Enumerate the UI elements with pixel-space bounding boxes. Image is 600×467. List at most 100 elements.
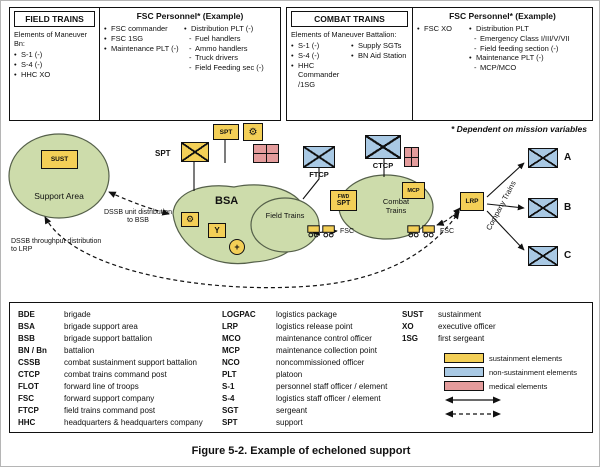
fsc-subitem: MCP/MCO: [469, 63, 588, 73]
field-trains-fsc-section: FSC Personnel* (Example) FSC commander F…: [100, 8, 280, 120]
combat-trains-label: Combat Trains: [382, 197, 410, 215]
gear-glyph: ⚙: [185, 214, 195, 224]
medical-swatch: [444, 381, 484, 391]
abbr: LOGPAC: [222, 310, 256, 319]
supply-unit-icon: Y: [208, 223, 226, 238]
definition: combat sustainment support battalion: [64, 358, 197, 367]
medical-elements-grid-icon: [253, 144, 279, 163]
definition: personnel staff officer / element: [276, 382, 388, 391]
element-item: HHC Commander /1SG: [291, 61, 351, 90]
maintenance-unit-icon: ⚙: [181, 212, 199, 227]
company-a-label: A: [564, 152, 572, 163]
dssb-throughput-arrow: [44, 211, 460, 289]
cross-glyph: +: [234, 242, 240, 252]
fsc-logpac-left: FSC: [307, 225, 354, 238]
fsc-item: FSC XO: [417, 24, 469, 34]
elements-label: Elements of Maneuver Bn:: [14, 30, 88, 48]
sust-label: SUST: [50, 156, 69, 163]
solid-arrow-icon: [445, 396, 501, 404]
elements-label: Elements of Maneuver Battalion:: [291, 30, 397, 39]
fsc-label: FSC: [440, 228, 454, 235]
abbr: FTCP: [18, 406, 39, 415]
element-item: HHC XO: [14, 70, 95, 80]
field-trains-panel: FIELD TRAINS Elements of Maneuver Bn: S-…: [9, 7, 281, 121]
medical-element-icon: [404, 147, 419, 167]
fsc-item: Maintenance PLT (-): [104, 44, 184, 54]
element-item: S-1 (-): [14, 50, 95, 60]
legend-row: LOGPAC logistics package: [222, 309, 387, 321]
definition: noncommissioned officer: [276, 358, 365, 367]
abbr: BSA: [18, 322, 35, 331]
bsa-label: BSA: [215, 195, 239, 207]
medical-unit-icon: +: [229, 239, 245, 255]
definition: combat trains command post: [64, 370, 167, 379]
fwd-spt-icon: FWD SPT: [330, 190, 357, 211]
definition: logistics package: [276, 310, 337, 319]
swatch-row: sustainment elements: [444, 353, 577, 363]
support-area-blob: [8, 133, 110, 219]
abbr: BSB: [18, 334, 35, 343]
dssb-throughput-note: DSSB throughput distribution to LRP: [11, 238, 102, 254]
definition: brigade support area: [64, 322, 138, 331]
spt-small-label: SPT: [219, 128, 233, 136]
element-item: S-4 (-): [291, 51, 351, 61]
legend-swatches: sustainment elements non-sustainment ele…: [444, 353, 577, 419]
definition: sergeant: [276, 406, 308, 415]
swatch-row: medical elements: [444, 381, 577, 391]
logpac-wagon-icon: [422, 225, 435, 238]
abbr: CTCP: [18, 370, 40, 379]
lrp-label: LRP: [465, 198, 479, 205]
company-c-label: C: [564, 250, 572, 261]
spt-battalion-icon: [181, 142, 209, 162]
gear-unit-icon: ⚙: [243, 123, 263, 141]
fsc-subitem: Field feeding section (-): [469, 44, 588, 54]
fwd-label: FWD: [337, 193, 350, 200]
swatch-label: sustainment elements: [489, 353, 562, 363]
abbr: HHC: [18, 418, 36, 427]
abbr: CSSB: [18, 358, 41, 367]
spt-label: SPT: [155, 149, 171, 158]
fsc-subitem: Field Feeding sec (-): [184, 63, 276, 73]
mcp-icon: MCP: [402, 182, 425, 199]
element-item: S-1 (-): [291, 41, 351, 51]
definition: battalion: [64, 346, 95, 355]
abbr: XO: [402, 322, 414, 331]
gear-glyph: ⚙: [248, 126, 258, 138]
dssb-unit-note: DSSB unit distribution to BSB: [103, 209, 173, 225]
lrp-to-company-b-line: [486, 203, 525, 211]
element-item: Supply SGTs: [351, 41, 408, 51]
mcp-label: MCP: [407, 187, 420, 194]
fsc-item: FSC 1SG: [104, 34, 184, 44]
ftcp-unit-icon: [303, 146, 335, 168]
sustainment-brigade-icon: SUST: [41, 150, 78, 169]
definition: logistics release point: [276, 322, 353, 331]
abbr: MCP: [222, 346, 240, 355]
fsc-label: FSC: [340, 228, 354, 235]
legend-row: CSSB combat sustainment support battalion: [18, 357, 203, 369]
definition: forward support company: [64, 394, 155, 403]
supply-glyph: Y: [214, 226, 220, 235]
abbr: BDE: [18, 310, 35, 319]
company-b-label: B: [564, 202, 572, 213]
ftcp-label: FTCP: [309, 170, 329, 179]
abbr: BN / Bn: [18, 346, 47, 355]
element-item: S-4 (-): [14, 60, 95, 70]
combat-trains-elements-section: COMBAT TRAINS Elements of Maneuver Batta…: [287, 8, 413, 120]
ftcp-connector: [302, 168, 320, 200]
fsc-subitem: Fuel handlers: [184, 34, 276, 44]
ctcp-label: CTCP: [372, 161, 394, 170]
company-c-unit-icon: [528, 246, 558, 266]
